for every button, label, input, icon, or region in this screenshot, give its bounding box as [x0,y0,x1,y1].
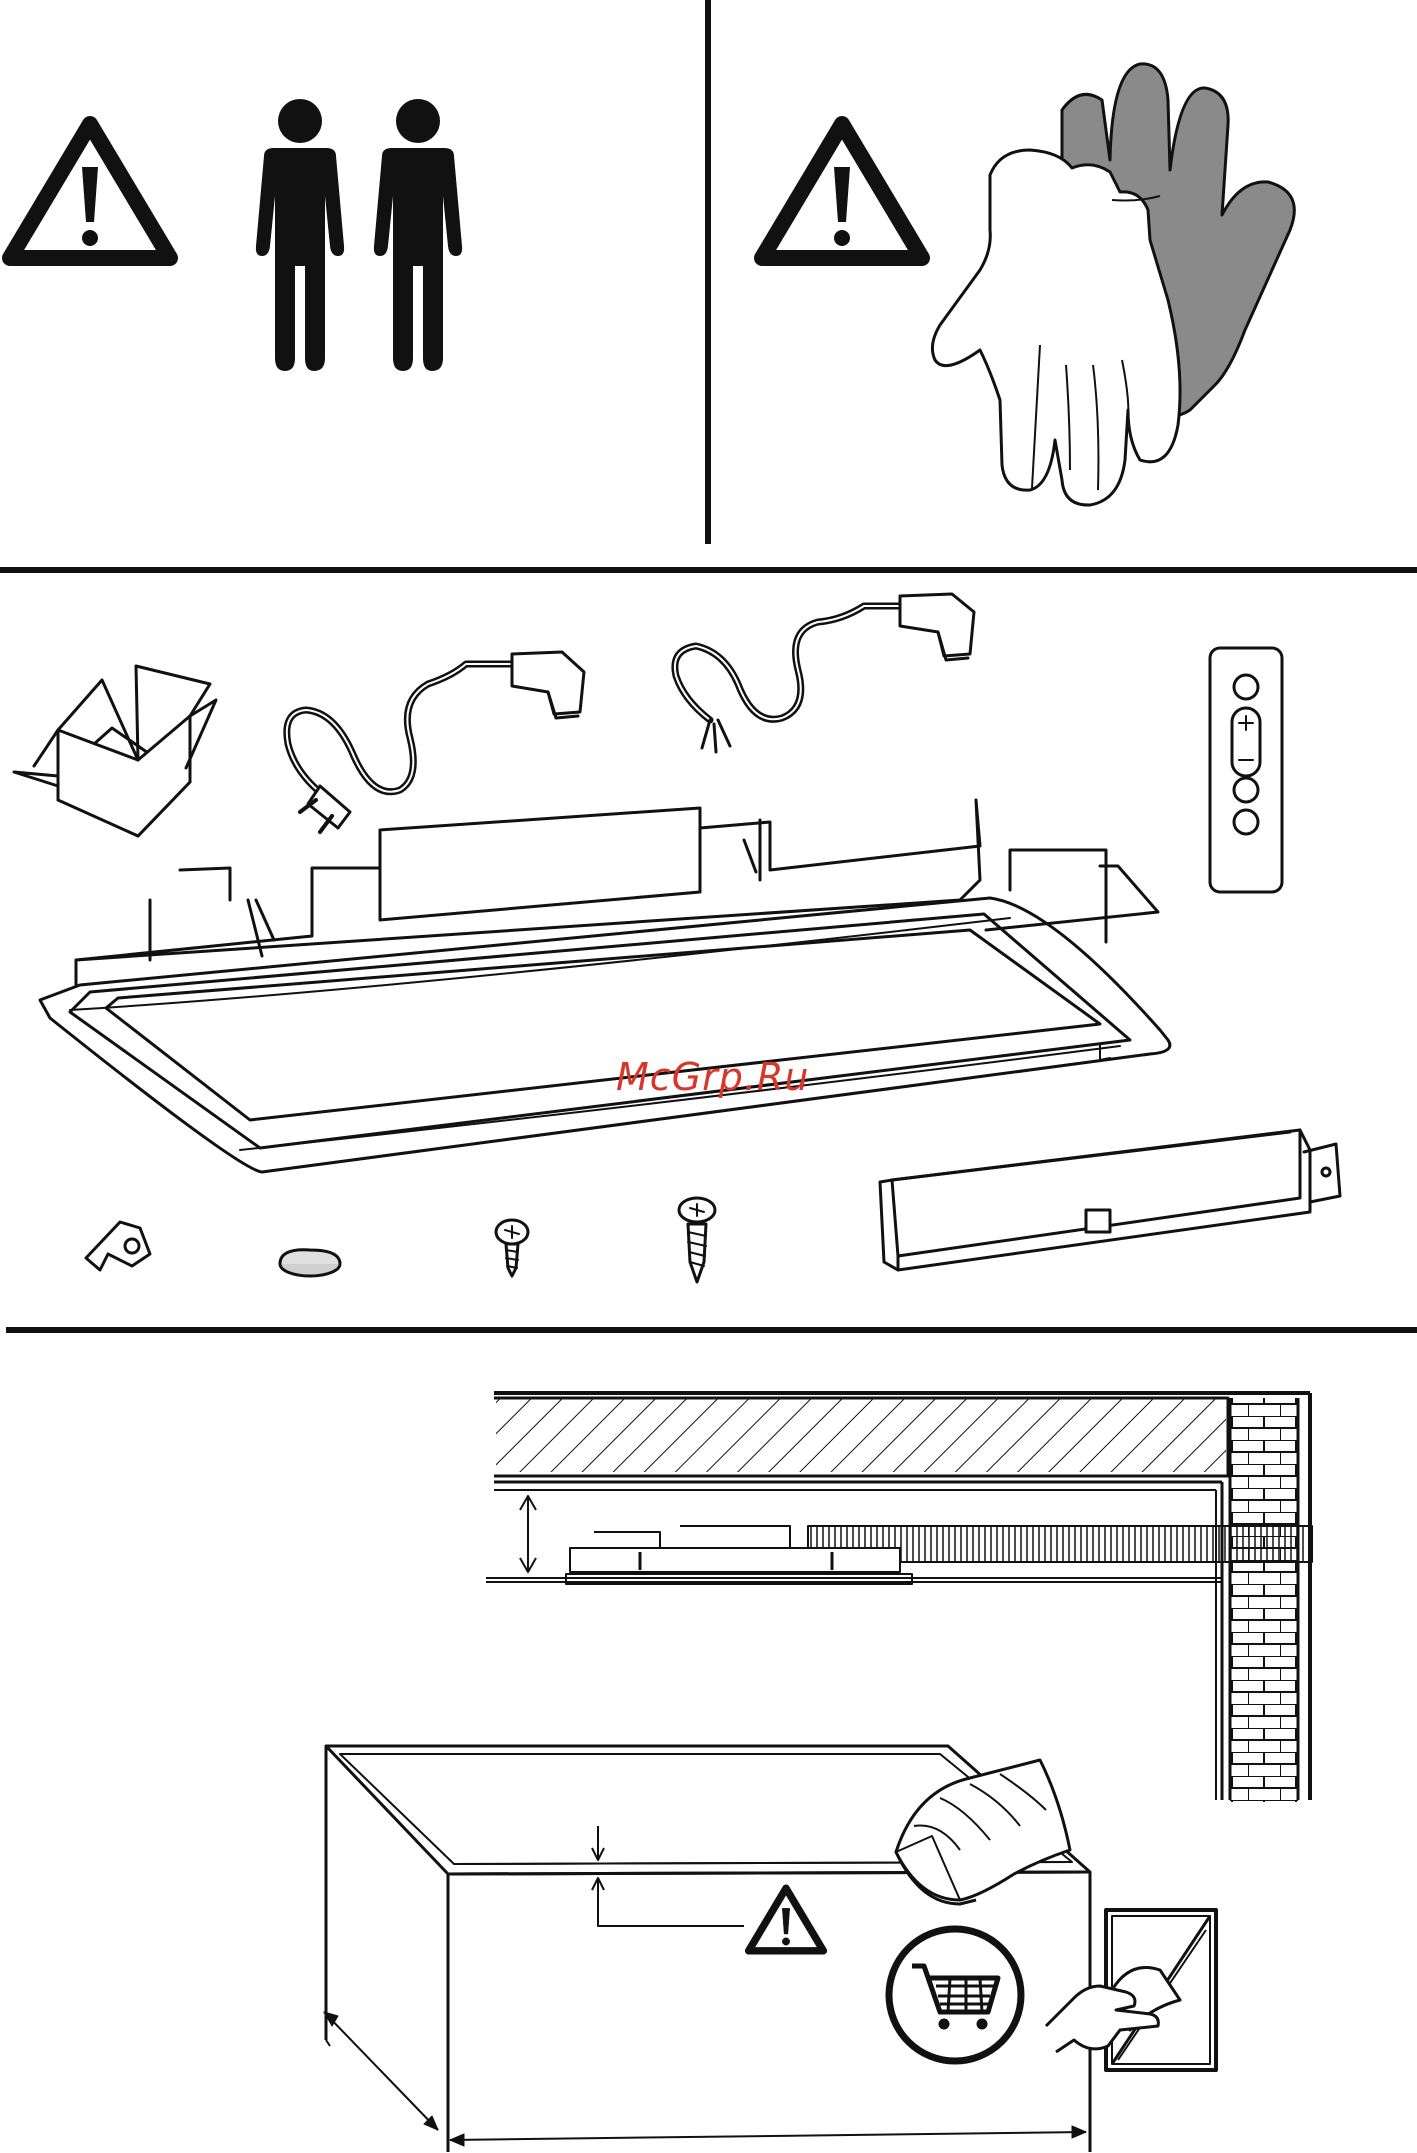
power-cable-with-schuko-plug-icon [287,652,584,832]
wood-screw-icon [679,1198,715,1282]
power-cable-with-bare-wires-icon [675,594,974,752]
depth-dimension-arrow [324,2012,438,2130]
remote-control-icon [1210,648,1282,892]
warning-triangle-icon [10,124,170,258]
packaging-box-icon [14,666,216,836]
person-icon [374,99,462,371]
glove-light-icon [932,150,1180,505]
ceiling-hood-unit-icon [40,800,1170,1172]
kit-contents-section [14,594,1340,1282]
protective-gloves-icon [932,64,1294,505]
appliance-connector-icon [900,594,974,656]
warning-triangle-icon [762,124,922,258]
watermark-text: McGrp.Ru [616,1055,809,1099]
cover-cap-icon [280,1250,340,1276]
warning-triangle-icon [749,1888,824,1951]
person-icon [256,99,344,371]
mounting-bracket-icon [880,1130,1340,1270]
brick-wall-icon [1216,1393,1310,1802]
installation-section [324,1393,1312,2152]
shopping-cart-icon [889,1929,1021,2061]
timer-button[interactable] [1234,810,1258,834]
right-safety-panel [762,64,1294,505]
cable-clip-icon [86,1222,150,1270]
machine-screw-icon [496,1220,528,1276]
bare-wires-icon [702,720,730,752]
left-safety-panel [10,99,462,371]
peel-film-icon [1046,1910,1216,2070]
fan-button[interactable] [1234,675,1258,699]
two-persons-icon [256,99,462,371]
appliance-connector-icon [512,652,584,714]
clearance-arrow-icon [520,1496,536,1572]
light-button[interactable] [1234,778,1258,802]
width-dimension-arrow [450,2132,1086,2140]
safety-section [10,0,1294,544]
